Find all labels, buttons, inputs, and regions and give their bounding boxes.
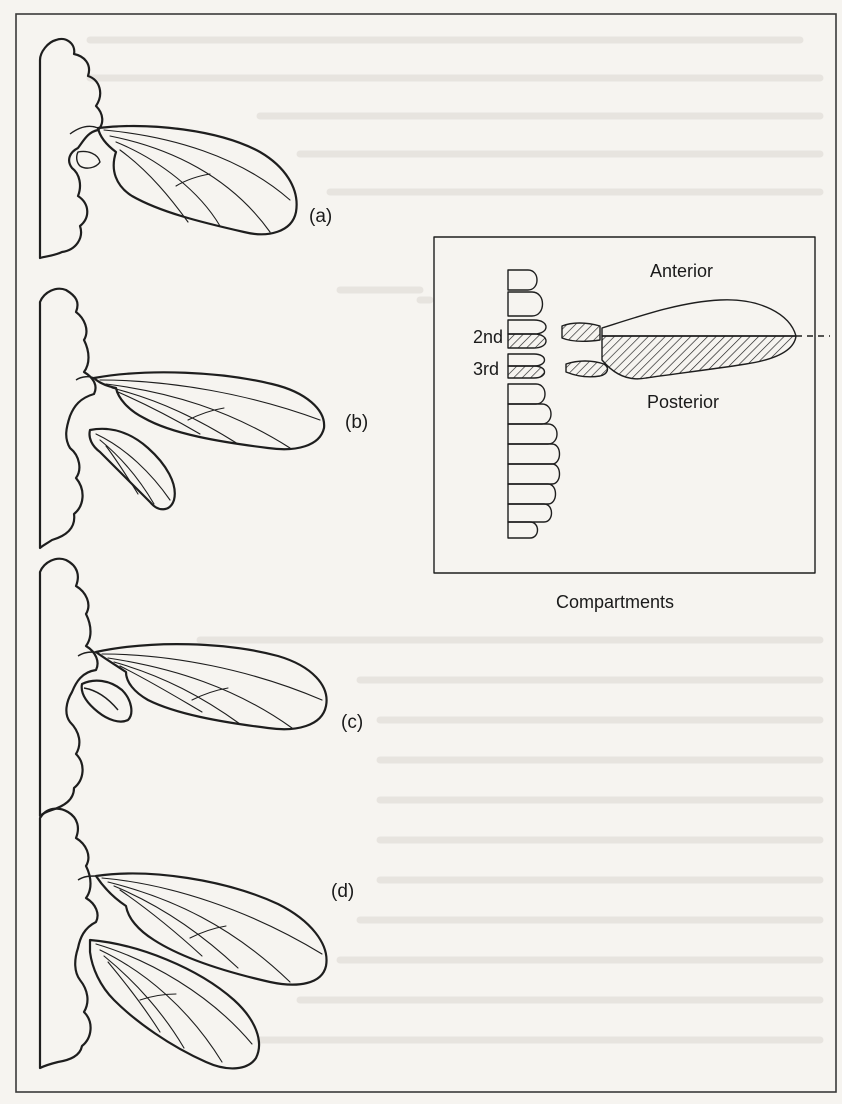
segment-3rd-posterior bbox=[508, 366, 545, 378]
segment-abd-4 bbox=[508, 444, 560, 464]
extra-wing-veins-b bbox=[96, 434, 170, 504]
fly-drawing-c: (c) bbox=[40, 559, 363, 816]
segment-label-3rd: 3rd bbox=[473, 359, 499, 379]
wing-hinge-stub-2nd bbox=[562, 323, 600, 341]
fly-drawing-d: (d) bbox=[40, 809, 354, 1069]
panel-label-b: (b) bbox=[345, 412, 368, 433]
segment-abd-7 bbox=[508, 504, 552, 522]
compartment-inset: Anterior Posterior 2nd 3rd bbox=[434, 237, 830, 573]
bleed-through-texture bbox=[90, 40, 820, 1040]
segment-label-2nd: 2nd bbox=[473, 327, 503, 347]
anterior-label: Anterior bbox=[650, 261, 713, 281]
segment-2 bbox=[508, 292, 543, 316]
thorax-outline-b bbox=[40, 289, 96, 548]
wing-veins-a bbox=[104, 130, 290, 232]
wing-anterior-compartment bbox=[602, 300, 796, 336]
segment-1 bbox=[508, 270, 537, 290]
wing-outline-d-lower bbox=[90, 940, 259, 1068]
haltere-detail-c bbox=[84, 688, 118, 710]
segment-abd-1 bbox=[508, 384, 545, 404]
inset-border bbox=[434, 237, 815, 573]
segment-abd-3 bbox=[508, 424, 557, 444]
fly-drawing-b: (b) bbox=[40, 289, 368, 548]
panel-label-d: (d) bbox=[331, 881, 354, 902]
segment-abd-8 bbox=[508, 522, 538, 538]
thorax-outline-d bbox=[40, 809, 98, 1068]
haltere-stub-3rd bbox=[566, 361, 607, 377]
panel-label-c: (c) bbox=[341, 712, 363, 733]
segment-3rd-anterior bbox=[508, 354, 545, 366]
haltere-enlarged-c bbox=[82, 681, 132, 722]
extra-wing-outline-b bbox=[89, 429, 174, 509]
wing-outline-b bbox=[94, 372, 324, 449]
posterior-label: Posterior bbox=[647, 392, 719, 412]
segment-2nd-anterior bbox=[508, 320, 546, 334]
segment-abd-2 bbox=[508, 404, 551, 424]
segment-abd-5 bbox=[508, 464, 560, 484]
haltere-a bbox=[77, 151, 100, 168]
wing-posterior-compartment bbox=[602, 336, 796, 379]
panel-label-a: (a) bbox=[309, 206, 332, 227]
segment-abd-6 bbox=[508, 484, 556, 504]
figure-border bbox=[16, 14, 836, 1092]
wing-outline-a bbox=[98, 126, 297, 234]
fly-drawing-a: (a) bbox=[40, 39, 332, 258]
hinge-d bbox=[78, 876, 96, 880]
segment-column bbox=[508, 270, 560, 538]
inset-caption: Compartments bbox=[556, 592, 674, 612]
segment-2nd-posterior bbox=[508, 334, 546, 348]
thorax-outline-c bbox=[40, 559, 98, 816]
thorax-outline-a bbox=[40, 39, 102, 258]
